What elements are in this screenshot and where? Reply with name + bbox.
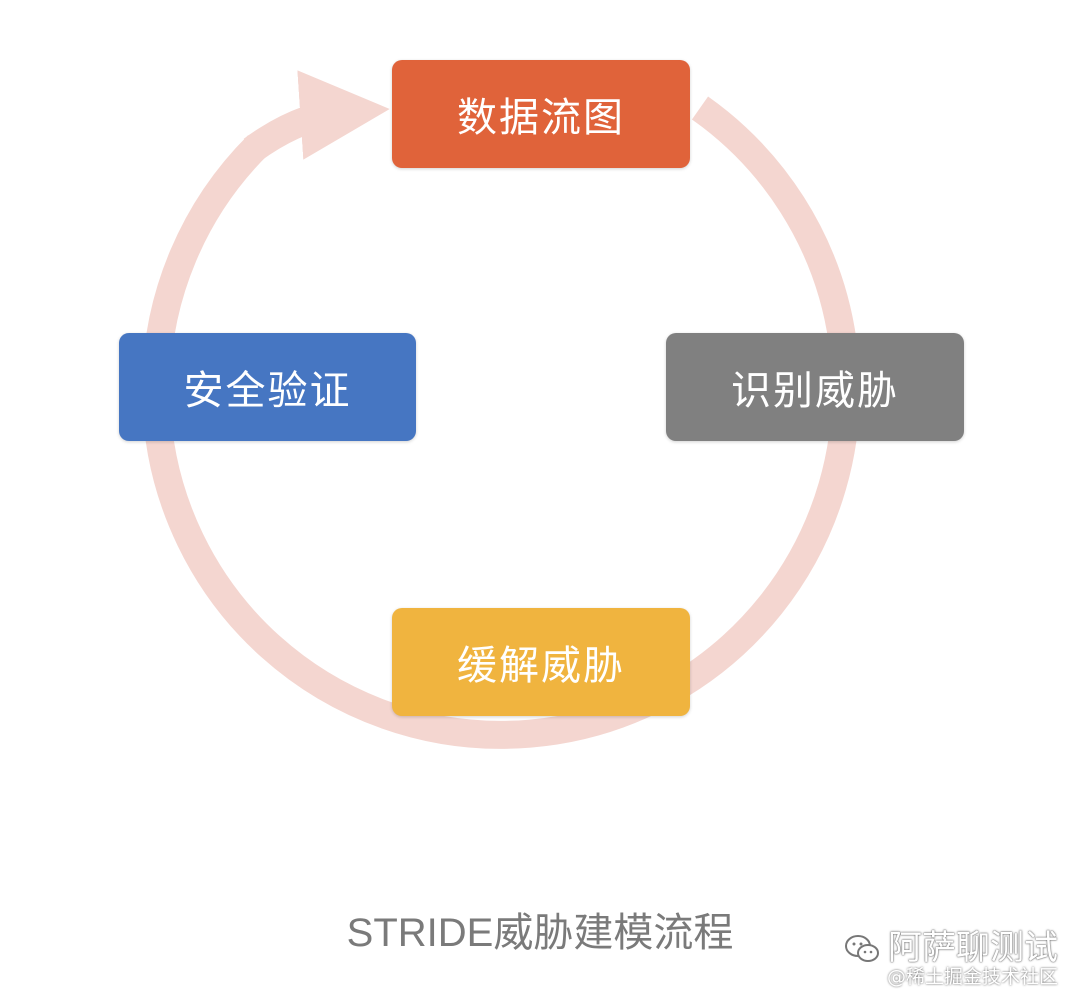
cycle-arrow	[243, 70, 390, 162]
watermark-account: 阿萨聊测试	[888, 928, 1058, 968]
node-label: 数据流图	[457, 95, 625, 141]
node-identify-threats: 识别威胁	[666, 333, 964, 441]
node-label: 识别威胁	[731, 368, 899, 414]
watermark-source: @稀土掘金技术社区	[886, 966, 1058, 989]
node-label: 安全验证	[183, 368, 352, 414]
node-mitigate-threats: 缓解威胁	[392, 608, 690, 716]
diagram-caption: STRIDE威胁建模流程	[346, 911, 734, 955]
node-label: 缓解威胁	[457, 643, 625, 689]
watermark: 阿萨聊测试 @稀土掘金技术社区	[844, 928, 1058, 989]
wechat-icon	[844, 934, 880, 964]
node-security-verification: 安全验证	[119, 333, 416, 441]
node-data-flow-diagram: 数据流图	[392, 60, 690, 168]
